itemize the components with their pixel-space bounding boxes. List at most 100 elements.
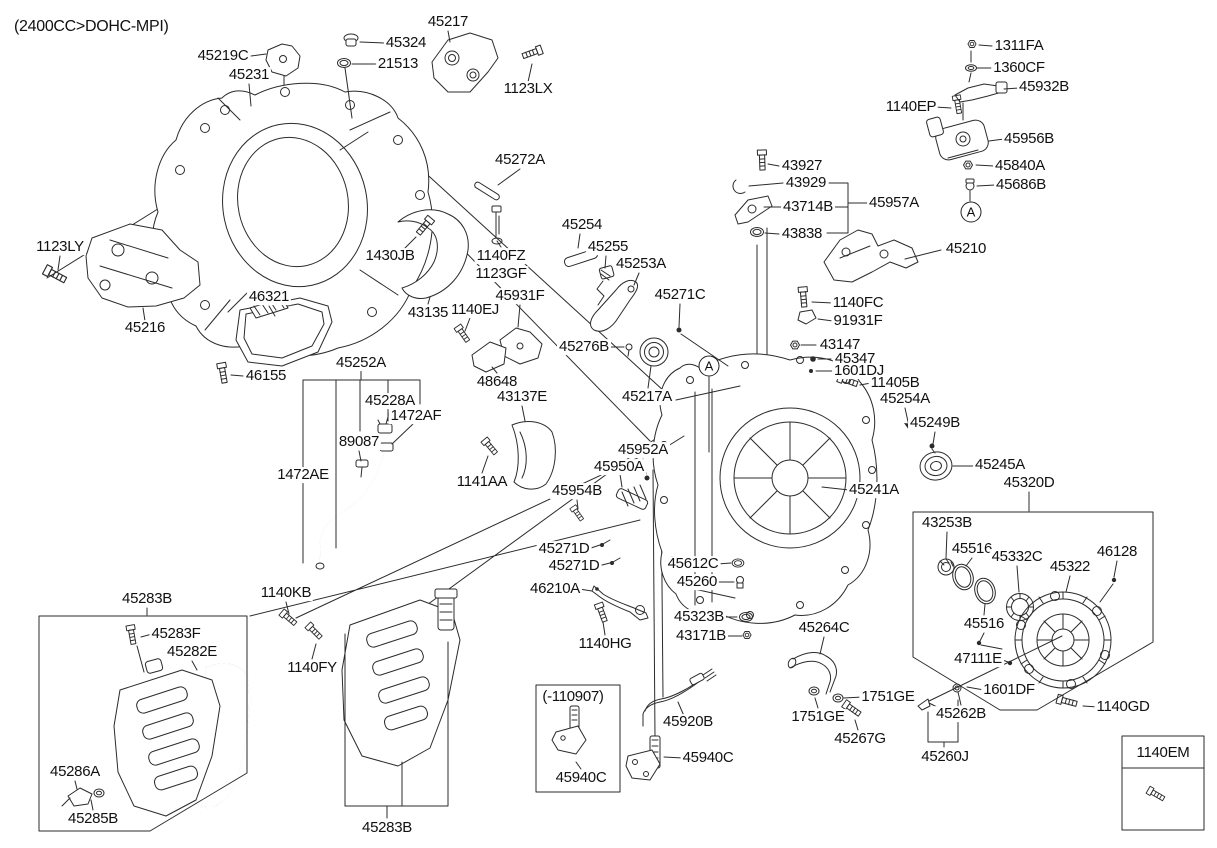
part-label-45940C: 45940C bbox=[680, 749, 736, 767]
part-label-1140FZ: 1140FZ bbox=[474, 247, 528, 265]
circled-letter-A-1: A bbox=[960, 201, 982, 223]
part-label-1123GF: 1123GF bbox=[473, 265, 529, 283]
part-label-45286A: 45286A bbox=[48, 763, 102, 781]
oil-pan-left-drawing bbox=[61, 624, 251, 817]
part-label-45271C: 45271C bbox=[652, 286, 708, 304]
part-label-45260: 45260 bbox=[674, 573, 720, 591]
sensor-45940C-box-drawing bbox=[551, 705, 587, 755]
part-label-1140GD: 1140GD bbox=[1094, 698, 1152, 716]
part-label-1140FC: 1140FC bbox=[830, 294, 886, 312]
part-label-45612C: 45612C bbox=[665, 555, 721, 573]
grouping-boxes bbox=[38, 511, 1205, 832]
part-label-45252A: 45252A bbox=[334, 354, 388, 372]
part-label-45282E: 45282E bbox=[165, 643, 219, 661]
part-label-46155: 46155 bbox=[243, 367, 289, 385]
part-label-45516: 45516 bbox=[949, 540, 995, 558]
part-label-45254A: 45254A bbox=[878, 390, 932, 408]
part-label-11405B: 11405B bbox=[868, 374, 922, 392]
part-label-45217: 45217 bbox=[425, 13, 471, 31]
part-label-45940C: 45940C bbox=[553, 769, 609, 787]
part-label-45217A: 45217A bbox=[620, 388, 674, 406]
part-label-1141AA: 1141AA bbox=[454, 473, 510, 491]
part-label-45228A: 45228A bbox=[363, 392, 417, 410]
part-label-1751GE: 1751GE bbox=[859, 688, 917, 706]
circled-letter-A-0: A bbox=[698, 355, 720, 377]
part-label-45956B: 45956B bbox=[1002, 130, 1056, 148]
stay-48648-drawing bbox=[471, 341, 507, 373]
bracket-45219C-drawing bbox=[265, 43, 301, 77]
part-label-45260J: 45260J bbox=[919, 748, 971, 766]
part-label-46210A: 46210A bbox=[528, 580, 582, 598]
part-label-1140KB: 1140KB bbox=[258, 584, 314, 602]
oil-pan-group-box bbox=[38, 615, 248, 832]
part-label-45271D: 45271D bbox=[546, 557, 602, 575]
sensor-45940C-drawing bbox=[625, 735, 661, 781]
part-label-45283F: 45283F bbox=[149, 625, 203, 643]
part-label-45322: 45322 bbox=[1047, 558, 1093, 576]
bracket-45217-drawing bbox=[431, 32, 499, 93]
part-label-45283B: 45283B bbox=[360, 819, 414, 837]
part-label-45840A: 45840A bbox=[993, 157, 1047, 175]
part-label-43838: 43838 bbox=[779, 225, 825, 243]
part-label-45686B: 45686B bbox=[994, 176, 1048, 194]
part-label-45255: 45255 bbox=[585, 238, 631, 256]
part-label-46321: 46321 bbox=[246, 288, 292, 306]
part-label-48648: 48648 bbox=[474, 373, 520, 391]
part-label-45324: 45324 bbox=[383, 34, 429, 52]
part-label-45952A: 45952A bbox=[616, 441, 670, 459]
part-label-45323B: 45323B bbox=[672, 608, 726, 626]
part-label-1472AE: 1472AE bbox=[275, 466, 331, 484]
part-label-1140HG: 1140HG bbox=[576, 635, 634, 653]
early-production-box bbox=[535, 684, 621, 793]
part-label-43171B: 43171B bbox=[674, 627, 728, 645]
leader-lines bbox=[57, 30, 1118, 819]
part-label-45283B: 45283B bbox=[120, 590, 174, 608]
part-label-45285B: 45285B bbox=[66, 810, 120, 828]
part-label-45347: 45347 bbox=[832, 350, 878, 368]
part-label-1140EM: 1140EM bbox=[1134, 744, 1192, 762]
part-label-43927: 43927 bbox=[779, 157, 825, 175]
oil-tubes-45264C-drawing bbox=[787, 651, 863, 719]
part-label-45954B: 45954B bbox=[550, 482, 604, 500]
part-label-45219C: 45219C bbox=[195, 47, 251, 65]
part-label-45332C: 45332C bbox=[989, 548, 1045, 566]
part-label-45210: 45210 bbox=[943, 240, 989, 258]
part-label-1140FY: 1140FY bbox=[285, 659, 339, 677]
part-label-45957A: 45957A bbox=[867, 194, 921, 212]
oil-screen-46321-drawing bbox=[235, 297, 333, 367]
part-label-46128: 46128 bbox=[1094, 543, 1140, 561]
part-label-43253B: 43253B bbox=[920, 514, 974, 532]
part-label-1472AF: 1472AF bbox=[388, 407, 444, 425]
cover-43137E-drawing bbox=[511, 421, 556, 490]
part-label-1123LX: 1123LX bbox=[501, 80, 555, 98]
part-label-45932B: 45932B bbox=[1017, 78, 1071, 96]
part-label-45253A: 45253A bbox=[614, 255, 668, 273]
bolt-legend-box bbox=[1121, 735, 1205, 831]
part-label-21513: 21513 bbox=[375, 55, 421, 73]
part-label-45320D: 45320D bbox=[1001, 474, 1057, 492]
part-label-1751GE: 1751GE bbox=[789, 708, 847, 726]
part-label-43147: 43147 bbox=[817, 336, 863, 354]
part-label-45272A: 45272A bbox=[493, 151, 547, 169]
part-label-45216: 45216 bbox=[122, 319, 168, 337]
part-label--110907: (-110907) bbox=[540, 688, 606, 706]
diagram-title: (2400CC>DOHC-MPI) bbox=[14, 18, 169, 35]
bracket-45931F-drawing bbox=[499, 327, 543, 365]
part-label-45249B: 45249B bbox=[908, 414, 962, 432]
bracket-45216-drawing bbox=[85, 223, 201, 308]
part-label-1601DF: 1601DF bbox=[981, 681, 1037, 699]
speedo-gear-group-drawing bbox=[732, 149, 773, 237]
part-label-89087: 89087 bbox=[336, 433, 382, 451]
part-label-45262B: 45262B bbox=[934, 705, 988, 723]
part-label-45516: 45516 bbox=[961, 615, 1007, 633]
part-label-1360CF: 1360CF bbox=[991, 59, 1047, 77]
part-label-1601DJ: 1601DJ bbox=[832, 362, 886, 380]
sensor-45920B-drawing bbox=[642, 668, 717, 727]
part-label-45267G: 45267G bbox=[832, 730, 888, 748]
part-label-45931F: 45931F bbox=[493, 287, 547, 305]
part-label-45245A: 45245A bbox=[973, 456, 1027, 474]
crescent-43135-drawing bbox=[397, 209, 469, 299]
part-label-45231: 45231 bbox=[226, 66, 272, 84]
